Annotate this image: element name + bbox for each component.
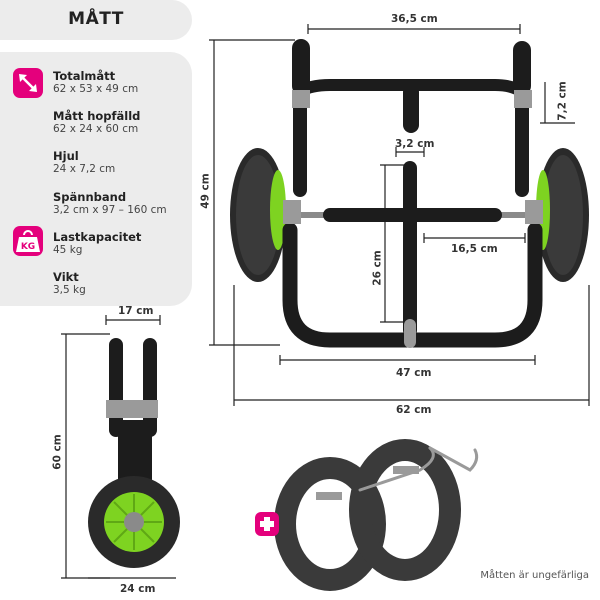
page-title: MÅTT <box>68 9 124 29</box>
right-wheel <box>536 148 589 282</box>
title-pill: MÅTT <box>0 0 192 40</box>
cart-frame <box>282 39 543 348</box>
resize-arrows-icon <box>13 68 43 98</box>
spec-panel: KG Totalmått 62 x 53 x 49 cm Mått hopfäl… <box>0 52 192 306</box>
dim-inner-height: 26 cm <box>371 250 384 286</box>
straps <box>274 439 479 591</box>
spec-strap: Spännband 3,2 cm x 97 – 160 cm <box>53 190 167 217</box>
spec-label: Totalmått <box>53 69 116 83</box>
dim-height: 49 cm <box>199 173 212 209</box>
spec-value: 62 x 24 x 60 cm <box>53 123 139 135</box>
spec-value: 45 kg <box>53 244 83 256</box>
dim-top-width: 36,5 cm <box>391 13 438 25</box>
dim-total-width: 62 cm <box>396 404 432 416</box>
disclaimer-note: Måtten är ungefärliga <box>480 570 589 581</box>
spec-total: Totalmått 62 x 53 x 49 cm <box>53 69 138 96</box>
spec-value: 3,2 cm x 97 – 160 cm <box>53 204 167 216</box>
kg-icon-text: KG <box>21 242 35 252</box>
left-wheel <box>230 148 286 282</box>
spec-folded: Mått hopfälld 62 x 24 x 60 cm <box>53 109 140 136</box>
spec-value: 3,5 kg <box>53 284 86 296</box>
spec-value: 24 x 7,2 cm <box>53 163 116 175</box>
dim-folded-depth: 17 cm <box>118 305 154 317</box>
dim-folded-height: 60 cm <box>51 434 64 470</box>
dim-axle-half: 16,5 cm <box>451 243 498 255</box>
dimension-lines <box>61 24 590 579</box>
plus-icon <box>255 512 279 536</box>
spec-wheel: Hjul 24 x 7,2 cm <box>53 149 115 176</box>
spec-weight: Vikt 3,5 kg <box>53 270 86 297</box>
spec-label: Vikt <box>53 270 79 284</box>
spec-value: 62 x 53 x 49 cm <box>53 83 139 95</box>
spec-label: Spännband <box>53 190 127 204</box>
spec-capacity: Lastkapacitet 45 kg <box>53 230 141 257</box>
dim-folded-width: 24 cm <box>120 583 156 595</box>
weight-kg-icon: KG <box>13 226 43 256</box>
dim-inner-width: 47 cm <box>396 367 432 379</box>
spec-label: Mått hopfälld <box>53 109 141 123</box>
dim-wheel-width: 7,2 cm <box>556 81 569 121</box>
dim-strap-width: 3,2 cm <box>395 138 435 150</box>
folded-cart <box>88 338 180 568</box>
spec-label: Lastkapacitet <box>53 230 142 244</box>
spec-label: Hjul <box>53 149 79 163</box>
